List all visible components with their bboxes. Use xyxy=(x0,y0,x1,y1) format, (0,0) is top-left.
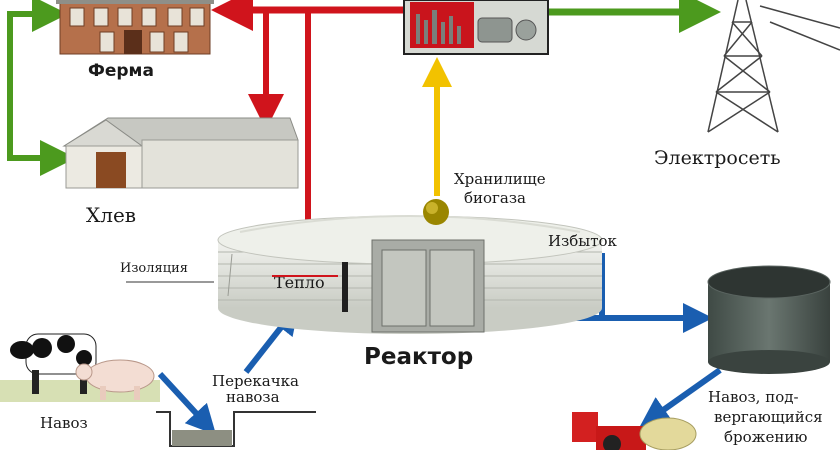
label-storage-line1: Хранилище xyxy=(454,170,546,188)
barn-icon xyxy=(62,117,299,189)
label-surplus: Избыток xyxy=(548,232,618,250)
manure-pit-icon xyxy=(156,411,316,447)
fermentation-tank-icon xyxy=(707,265,831,374)
generator-icon xyxy=(403,0,549,55)
cow-pig-icon xyxy=(0,333,160,402)
label-manure: Навоз xyxy=(40,414,88,432)
label-fermented-line1: Навоз, под- xyxy=(708,388,799,406)
tractor-icon xyxy=(572,412,697,450)
label-barn: Хлев xyxy=(86,203,136,227)
gas-storage-icon xyxy=(423,199,449,225)
tractor-arrow xyxy=(639,367,722,427)
label-fermented-line2: вергающийся xyxy=(714,408,823,426)
label-reactor: Реактор xyxy=(364,344,473,370)
reactor-tank-icon xyxy=(217,215,603,334)
label-farm: Ферма xyxy=(88,61,154,81)
label-insulation: Изоляция xyxy=(120,261,188,276)
label-pumping-line2: навоза xyxy=(226,388,280,406)
farmhouse-icon xyxy=(56,0,214,55)
label-storage-line2: биогаза xyxy=(464,189,526,207)
label-pumping-line1: Перекачка xyxy=(212,372,299,390)
manure-arrow-pit xyxy=(157,371,217,436)
label-fermented-line3: брожению xyxy=(724,428,807,446)
power-pylon-icon xyxy=(707,0,840,133)
label-grid: Электросеть xyxy=(654,147,781,169)
label-heat: Тепло xyxy=(274,273,325,292)
